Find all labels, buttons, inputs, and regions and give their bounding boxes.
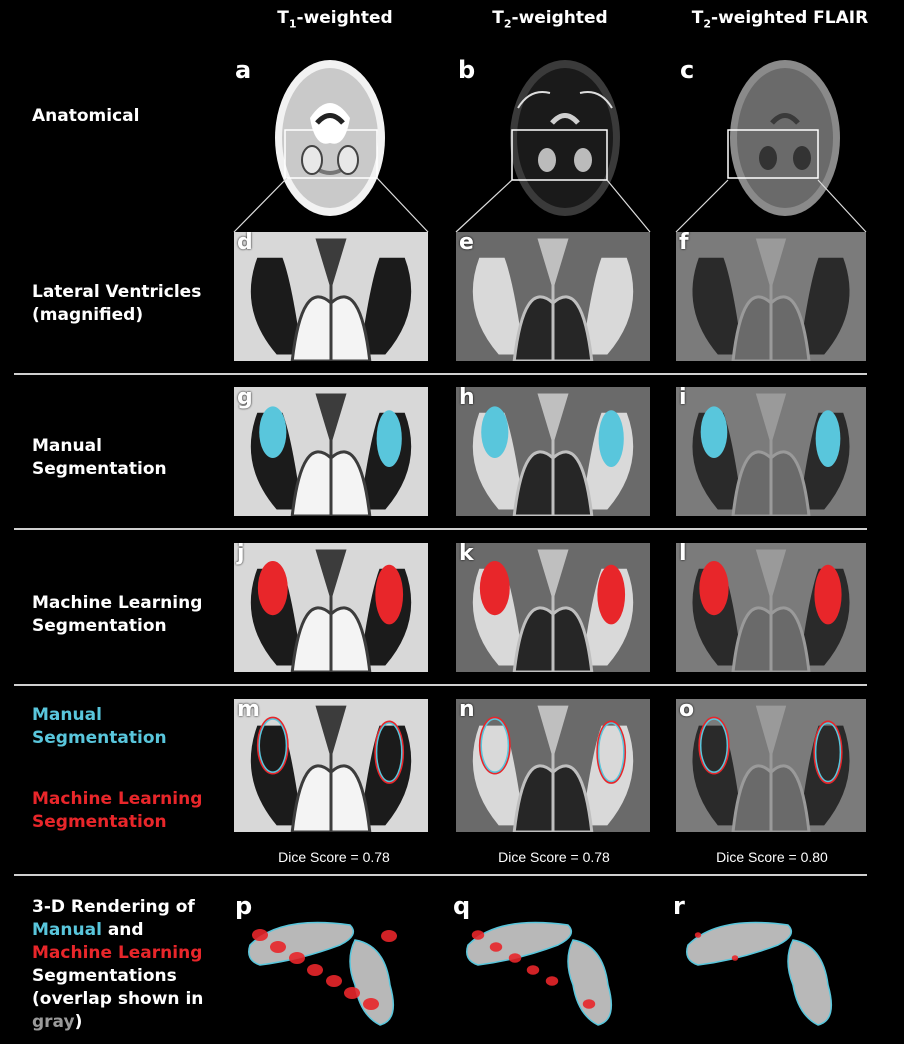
panel-manual-seg-t2 (456, 387, 650, 516)
row-label-3d-rendering: 3-D Rendering of Manual and Machine Lear… (32, 897, 204, 1032)
panel-letter-h: h (459, 385, 475, 410)
panel-letter-n: n (459, 697, 475, 722)
panel-letter-l: l (679, 541, 687, 566)
panel-overlay-t2 (456, 699, 650, 832)
panel-letter-f: f (679, 230, 689, 255)
column-header-flair: T2-weighted FLAIR (691, 8, 869, 31)
rendering-3d-t2 (458, 905, 648, 1035)
panel-letter-r: r (673, 892, 685, 920)
dice-score-flair: Dice Score = 0.80 (716, 849, 828, 865)
panel-ml-seg-flair (676, 543, 866, 672)
rendering-3d-t1 (240, 905, 430, 1035)
panel-ml-seg-t2 (456, 543, 650, 672)
panel-letter-a: a (235, 56, 252, 84)
panel-magnified-t2 (456, 232, 650, 361)
panel-letter-m: m (237, 697, 260, 722)
panel-letter-o: o (679, 697, 695, 722)
divider (14, 874, 867, 876)
row-label-lateral-ventricles: Lateral Ventricles(magnified) (32, 282, 202, 325)
panel-letter-p: p (235, 892, 253, 920)
divider (14, 684, 867, 686)
brain-axial-flair (710, 48, 860, 218)
panel-letter-e: e (459, 230, 474, 255)
panel-letter-k: k (459, 541, 474, 566)
panel-overlay-t1 (234, 699, 428, 832)
panel-letter-j: j (237, 541, 245, 566)
row-label-anatomical: Anatomical (32, 106, 140, 126)
panel-letter-b: b (458, 56, 476, 84)
panel-ml-seg-t1 (234, 543, 428, 672)
panel-letter-d: d (237, 230, 253, 255)
dice-score-t1: Dice Score = 0.78 (278, 849, 390, 865)
panel-overlay-flair (676, 699, 866, 832)
brain-axial-t1 (255, 48, 405, 218)
divider (14, 373, 867, 375)
rendering-3d-flair (678, 905, 868, 1035)
panel-magnified-flair (676, 232, 866, 361)
panel-letter-i: i (679, 385, 687, 410)
zoom-lines (233, 177, 867, 233)
column-header-t1: T1-weighted (277, 8, 393, 31)
panel-magnified-t1 (234, 232, 428, 361)
divider (14, 528, 867, 530)
panel-letter-g: g (237, 385, 253, 410)
panel-manual-seg-flair (676, 387, 866, 516)
column-header-t2: T2-weighted (492, 8, 608, 31)
panel-manual-seg-t1 (234, 387, 428, 516)
panel-letter-c: c (680, 56, 695, 84)
panel-letter-q: q (453, 892, 471, 920)
dice-score-t2: Dice Score = 0.78 (498, 849, 610, 865)
